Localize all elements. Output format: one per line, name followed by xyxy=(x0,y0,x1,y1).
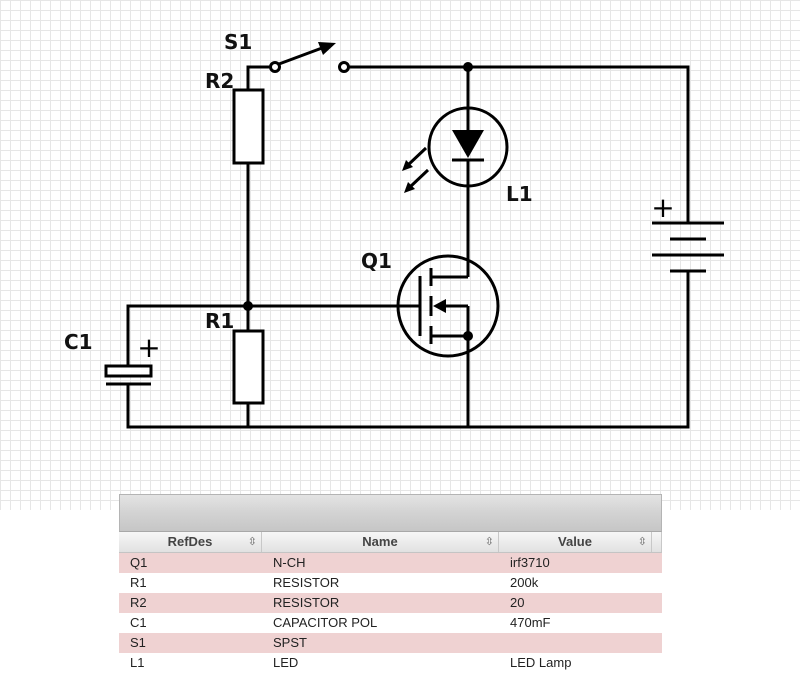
cell-name: LED xyxy=(273,655,299,670)
switch-s1-terminal-left xyxy=(269,61,281,73)
label-s1: S1 xyxy=(224,30,252,54)
cell-refdes: L1 xyxy=(130,655,145,670)
cell-name: CAPACITOR POL xyxy=(273,615,378,630)
cell-name: N-CH xyxy=(273,555,306,570)
mosfet-q1 xyxy=(396,254,500,358)
junction-source xyxy=(463,331,473,341)
led-diode-triangle-icon xyxy=(452,130,484,158)
cell-value: irf3710 xyxy=(510,555,550,570)
cell-value: 20 xyxy=(510,595,525,610)
junction-dots xyxy=(243,62,473,341)
bom-header: RefDes ⇳ Name ⇳ Value ⇳ xyxy=(119,532,662,553)
table-row[interactable]: S1 SPST xyxy=(119,633,662,653)
table-row[interactable]: Q1 N-CH irf3710 xyxy=(119,553,662,573)
switch-s1-arrow-icon xyxy=(318,42,336,55)
mosfet-arrow-icon xyxy=(433,299,446,313)
resistor-r1 xyxy=(232,329,265,405)
led-emission-arrows-icon xyxy=(402,146,430,193)
schematic-diagram: + + S1 R2 L1 Q1 R1 C1 xyxy=(64,30,724,429)
bom-rows: Q1 N-CH irf3710 R1 RESISTOR 200k R2 RESI… xyxy=(119,553,662,673)
label-l1: L1 xyxy=(506,182,533,206)
battery-plus-label: + xyxy=(651,191,674,224)
sort-icon[interactable]: ⇳ xyxy=(637,536,647,548)
table-row[interactable]: R2 RESISTOR 20 xyxy=(119,593,662,613)
label-r1: R1 xyxy=(205,309,234,333)
cell-name: SPST xyxy=(273,635,307,650)
junction-top xyxy=(463,62,473,72)
switch-s1 xyxy=(269,42,350,73)
column-header-spacer xyxy=(652,532,662,552)
cell-refdes: Q1 xyxy=(130,555,148,570)
table-row[interactable]: C1 CAPACITOR POL 470mF xyxy=(119,613,662,633)
column-header-label: RefDes xyxy=(167,534,213,549)
sort-icon[interactable]: ⇳ xyxy=(247,536,257,548)
label-c1: C1 xyxy=(64,330,93,354)
table-row[interactable]: L1 LED LED Lamp xyxy=(119,653,662,673)
sort-icon[interactable]: ⇳ xyxy=(484,536,494,548)
cell-value: LED Lamp xyxy=(510,655,572,670)
cell-name: RESISTOR xyxy=(273,575,340,590)
bom-toolbar xyxy=(119,494,662,532)
cell-value: 200k xyxy=(510,575,539,590)
battery xyxy=(652,221,724,273)
cell-value: 470mF xyxy=(510,615,551,630)
column-header-label: Name xyxy=(362,534,398,549)
cell-refdes: S1 xyxy=(130,635,146,650)
bom-table: RefDes ⇳ Name ⇳ Value ⇳ Q1 N-CH irf3710 … xyxy=(119,494,662,673)
resistor-r2 xyxy=(232,88,265,165)
cell-refdes: R2 xyxy=(130,595,147,610)
junction-gate xyxy=(243,301,253,311)
switch-s1-lever xyxy=(278,46,323,66)
capacitor-plus-label: + xyxy=(137,331,160,364)
table-row[interactable]: R1 RESISTOR 200k xyxy=(119,573,662,593)
capacitor-c1 xyxy=(104,364,153,386)
column-header-name[interactable]: Name ⇳ xyxy=(262,532,499,552)
column-header-value[interactable]: Value ⇳ xyxy=(499,532,652,552)
led-l1 xyxy=(402,106,509,193)
label-r2: R2 xyxy=(205,69,234,93)
cell-name: RESISTOR xyxy=(273,595,340,610)
column-header-refdes[interactable]: RefDes ⇳ xyxy=(119,532,262,552)
cell-refdes: C1 xyxy=(130,615,147,630)
cell-refdes: R1 xyxy=(130,575,147,590)
cell-value xyxy=(499,633,652,653)
label-q1: Q1 xyxy=(361,249,392,273)
column-header-label: Value xyxy=(558,534,592,549)
switch-s1-terminal-right xyxy=(338,61,350,73)
